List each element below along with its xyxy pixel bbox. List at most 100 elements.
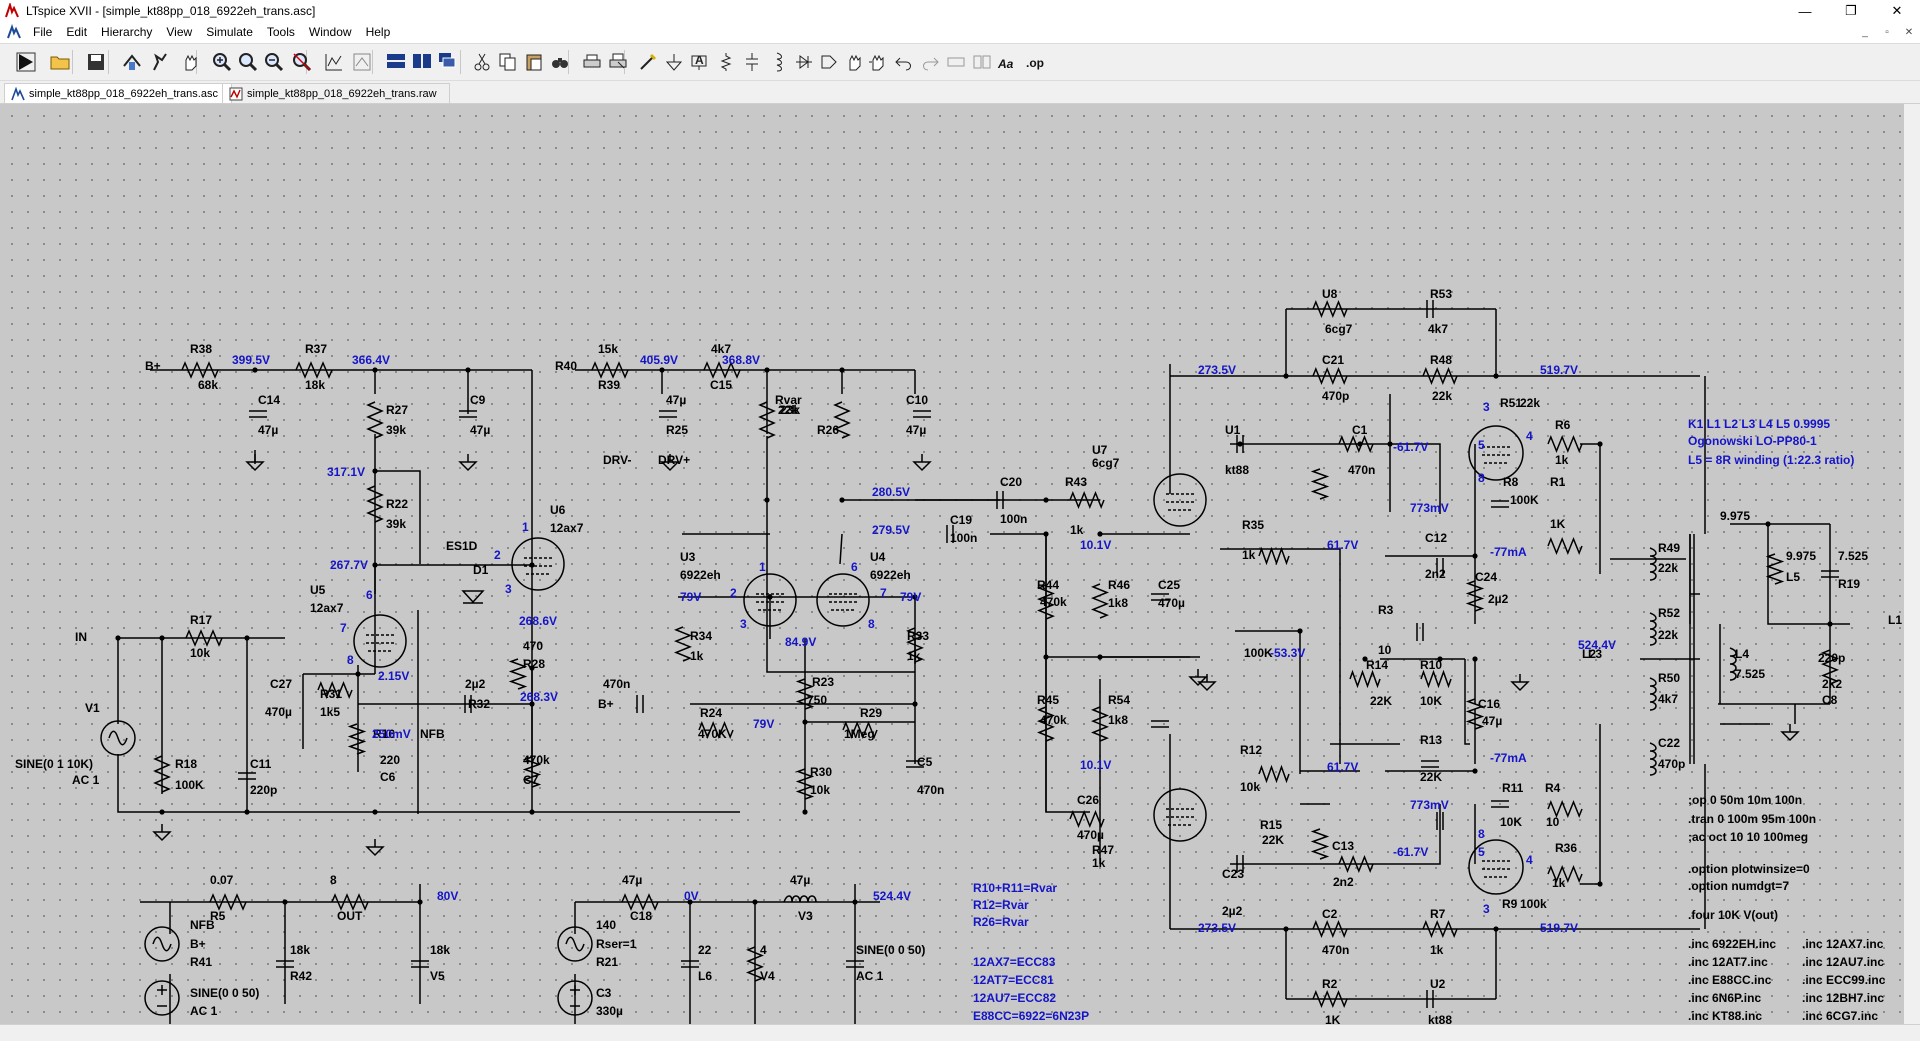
dc-source-symbol[interactable] [557, 980, 593, 1016]
resistor-symbol[interactable] [1547, 800, 1583, 818]
diode-symbol[interactable] [461, 590, 485, 604]
component-label[interactable]: R2 [1322, 977, 1338, 991]
component-label[interactable]: U2 [1430, 977, 1446, 991]
component-label[interactable]: 100n [950, 531, 977, 545]
wire[interactable] [1360, 443, 1441, 514]
spice-directive-icon[interactable]: .op [1024, 50, 1048, 74]
component-label[interactable]: C24 [1475, 570, 1497, 584]
component-label[interactable]: L2 [1582, 647, 1596, 661]
component-label[interactable]: 47µ [622, 873, 642, 887]
component-label[interactable]: R43 [1065, 475, 1087, 489]
menu-help[interactable]: Help [365, 25, 391, 39]
resistor-symbol[interactable] [366, 401, 384, 439]
resistor-symbol[interactable] [366, 485, 384, 523]
component-label[interactable]: 10k [1240, 780, 1260, 794]
junction-dot[interactable] [687, 899, 693, 905]
component-label[interactable]: L5 [1786, 570, 1800, 584]
cascade-icon[interactable] [436, 50, 460, 74]
component-label[interactable]: 2µ2 [465, 677, 486, 691]
spice-directive[interactable]: .option numdgt=7 [1688, 879, 1789, 893]
capacitor-symbol[interactable] [681, 960, 699, 968]
component-label[interactable]: 10 [1378, 643, 1392, 657]
ground-symbol[interactable] [660, 454, 680, 472]
capacitor-symbol[interactable] [1416, 623, 1424, 641]
restore-button[interactable]: ❐ [1845, 3, 1857, 18]
pin-number[interactable]: 5 [1478, 845, 1485, 859]
schematic-note[interactable]: 12AX7=ECC83 [973, 955, 1056, 969]
resistor-symbol[interactable] [1310, 828, 1330, 860]
net-label[interactable]: 84.9V [785, 635, 816, 649]
component-label[interactable]: 470n [603, 677, 630, 691]
component-label[interactable]: R53 [1430, 287, 1452, 301]
component-label[interactable]: 470n [917, 783, 944, 797]
component-label[interactable]: U3 [680, 550, 696, 564]
menu-simulate[interactable]: Simulate [206, 25, 253, 39]
component-label[interactable]: 220 [380, 753, 400, 767]
component-label[interactable]: R49 [1658, 541, 1680, 555]
component-label[interactable]: 470µ [1158, 596, 1185, 610]
component-label[interactable]: R6 [1555, 418, 1571, 432]
component-label[interactable]: 47µ [1482, 714, 1502, 728]
source-symbol[interactable] [557, 926, 593, 962]
junction-dot[interactable] [912, 701, 918, 707]
component-label[interactable]: 470n [1322, 943, 1349, 957]
component-label[interactable]: kt88 [1225, 463, 1249, 477]
pin-number[interactable]: 4 [1526, 429, 1533, 443]
net-label[interactable]: 79V [900, 590, 921, 604]
component-label[interactable]: 22k [778, 403, 798, 417]
component-label[interactable]: 1k8 [1108, 713, 1128, 727]
inductor-symbol[interactable] [1649, 547, 1657, 581]
component-label[interactable]: R1 [1550, 475, 1566, 489]
tube-grid[interactable] [366, 634, 394, 652]
junction-dot[interactable] [1597, 881, 1603, 887]
resistor-symbol[interactable] [347, 723, 367, 755]
tube-envelope[interactable] [1468, 425, 1524, 481]
component-label[interactable]: C11 [250, 757, 272, 771]
ground-symbol[interactable] [365, 839, 385, 857]
component-label[interactable]: C17 [190, 1023, 212, 1024]
capacitor-symbol[interactable] [1421, 760, 1439, 768]
component-label[interactable]: NFB [190, 918, 215, 932]
sine-glyph[interactable] [565, 936, 585, 952]
pin-number[interactable]: 3 [1483, 400, 1490, 414]
junction-dot[interactable] [1283, 373, 1289, 379]
schematic-note[interactable]: L5 = 8R winding (1:22.3 ratio) [1688, 453, 1854, 467]
component-label[interactable]: C23 [1222, 867, 1244, 881]
component-label[interactable]: V1 [85, 701, 100, 715]
capacitor-symbol[interactable] [906, 760, 924, 768]
component-label[interactable]: 470k [1040, 713, 1067, 727]
net-label[interactable]: 524.4V [1578, 638, 1616, 652]
component-label[interactable]: C12 [1425, 531, 1447, 545]
schematic-note[interactable]: 12AU7=ECC82 [973, 991, 1056, 1005]
component-label[interactable]: R30 [810, 765, 832, 779]
capacitor-symbol[interactable] [659, 410, 677, 418]
wire[interactable] [1220, 548, 1341, 764]
component-label[interactable]: 100k [1520, 897, 1547, 911]
component-label[interactable]: 22K [1262, 833, 1284, 847]
capacitor-symbol[interactable] [411, 960, 429, 968]
resistor-symbol[interactable] [1765, 553, 1785, 585]
component-label[interactable]: 7.525 [1838, 549, 1868, 563]
wire[interactable] [375, 470, 421, 564]
component-label[interactable]: 100K [1244, 646, 1273, 660]
pin-number[interactable]: 8 [868, 617, 875, 631]
resistor-symbol[interactable] [1338, 435, 1374, 453]
tile-horizontal-icon[interactable] [384, 50, 408, 74]
component-label[interactable]: C5 [917, 755, 933, 769]
zoom-fit-icon[interactable] [236, 50, 260, 74]
component-label[interactable]: 7.525 [1735, 667, 1765, 681]
junction-dot[interactable] [839, 497, 845, 503]
junction-dot[interactable] [1765, 521, 1771, 527]
component-label[interactable]: 470n [1348, 463, 1375, 477]
undo-icon[interactable] [892, 50, 916, 74]
component-label[interactable]: 1K [1325, 1013, 1341, 1024]
resistor-symbol[interactable] [1312, 920, 1348, 938]
net-label[interactable]: 268.6V [519, 614, 557, 628]
component-label[interactable]: R9 [1502, 897, 1518, 911]
component-label[interactable]: R47 [1092, 843, 1114, 857]
resistor-symbol[interactable] [1312, 990, 1348, 1008]
capacitor-symbol[interactable] [1426, 300, 1434, 318]
document-icon[interactable] [6, 24, 22, 40]
component-label[interactable]: R35 [1242, 518, 1264, 532]
component-label[interactable]: kt88 [1428, 1013, 1452, 1024]
